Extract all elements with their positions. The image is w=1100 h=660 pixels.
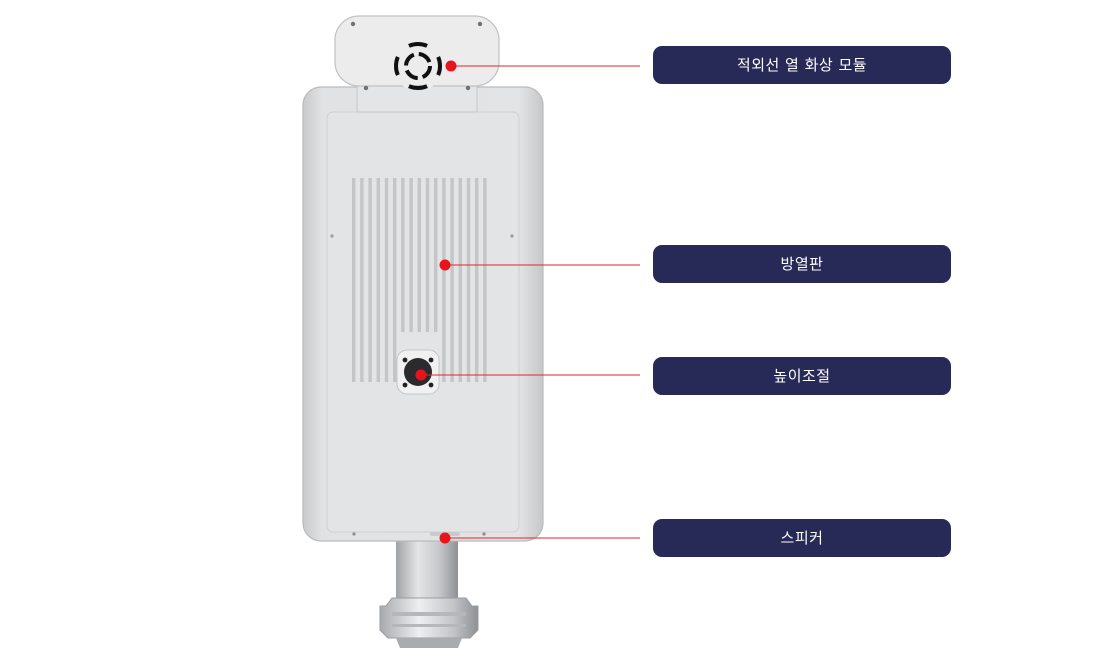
heat-sink-fin — [417, 178, 421, 332]
heat-sink — [352, 178, 487, 382]
heat-sink-fin — [393, 178, 397, 382]
label-height-adjust: 높이조절 — [653, 357, 951, 395]
heat-sink-fin — [466, 178, 471, 382]
stand-base — [379, 597, 479, 648]
label-speaker: 스피커 — [653, 519, 951, 557]
label-heat-sink: 방열판 — [653, 245, 951, 283]
callout-dot-knob — [415, 369, 427, 381]
label-thermal-module: 적외선 열 화상 모듈 — [653, 46, 951, 84]
heat-sink-fin — [458, 178, 462, 382]
heat-sink-fin — [434, 178, 438, 332]
heat-sink-fin — [483, 178, 487, 382]
device-body — [302, 86, 544, 542]
callout-dot-heatsink — [439, 259, 451, 271]
thermal-module-icon — [394, 42, 442, 90]
thermal-module — [334, 15, 500, 113]
heat-sink-fin — [442, 178, 446, 382]
heat-sink-fin — [450, 178, 454, 382]
heat-sink-fin — [425, 178, 430, 332]
callout-dot-thermal — [445, 60, 457, 72]
heat-sink-fin — [352, 178, 356, 382]
leader-lines — [415, 60, 640, 544]
callout-dot-speaker — [439, 532, 451, 544]
heat-sink-fin — [376, 178, 380, 382]
stand-pole — [396, 536, 458, 608]
heat-sink-fin — [360, 178, 364, 382]
heat-sink-fin — [401, 178, 405, 332]
heat-sink-fin — [384, 178, 389, 382]
heat-sink-fin — [409, 178, 413, 332]
heat-sink-fin — [475, 178, 479, 382]
heat-sink-fin — [368, 178, 372, 382]
